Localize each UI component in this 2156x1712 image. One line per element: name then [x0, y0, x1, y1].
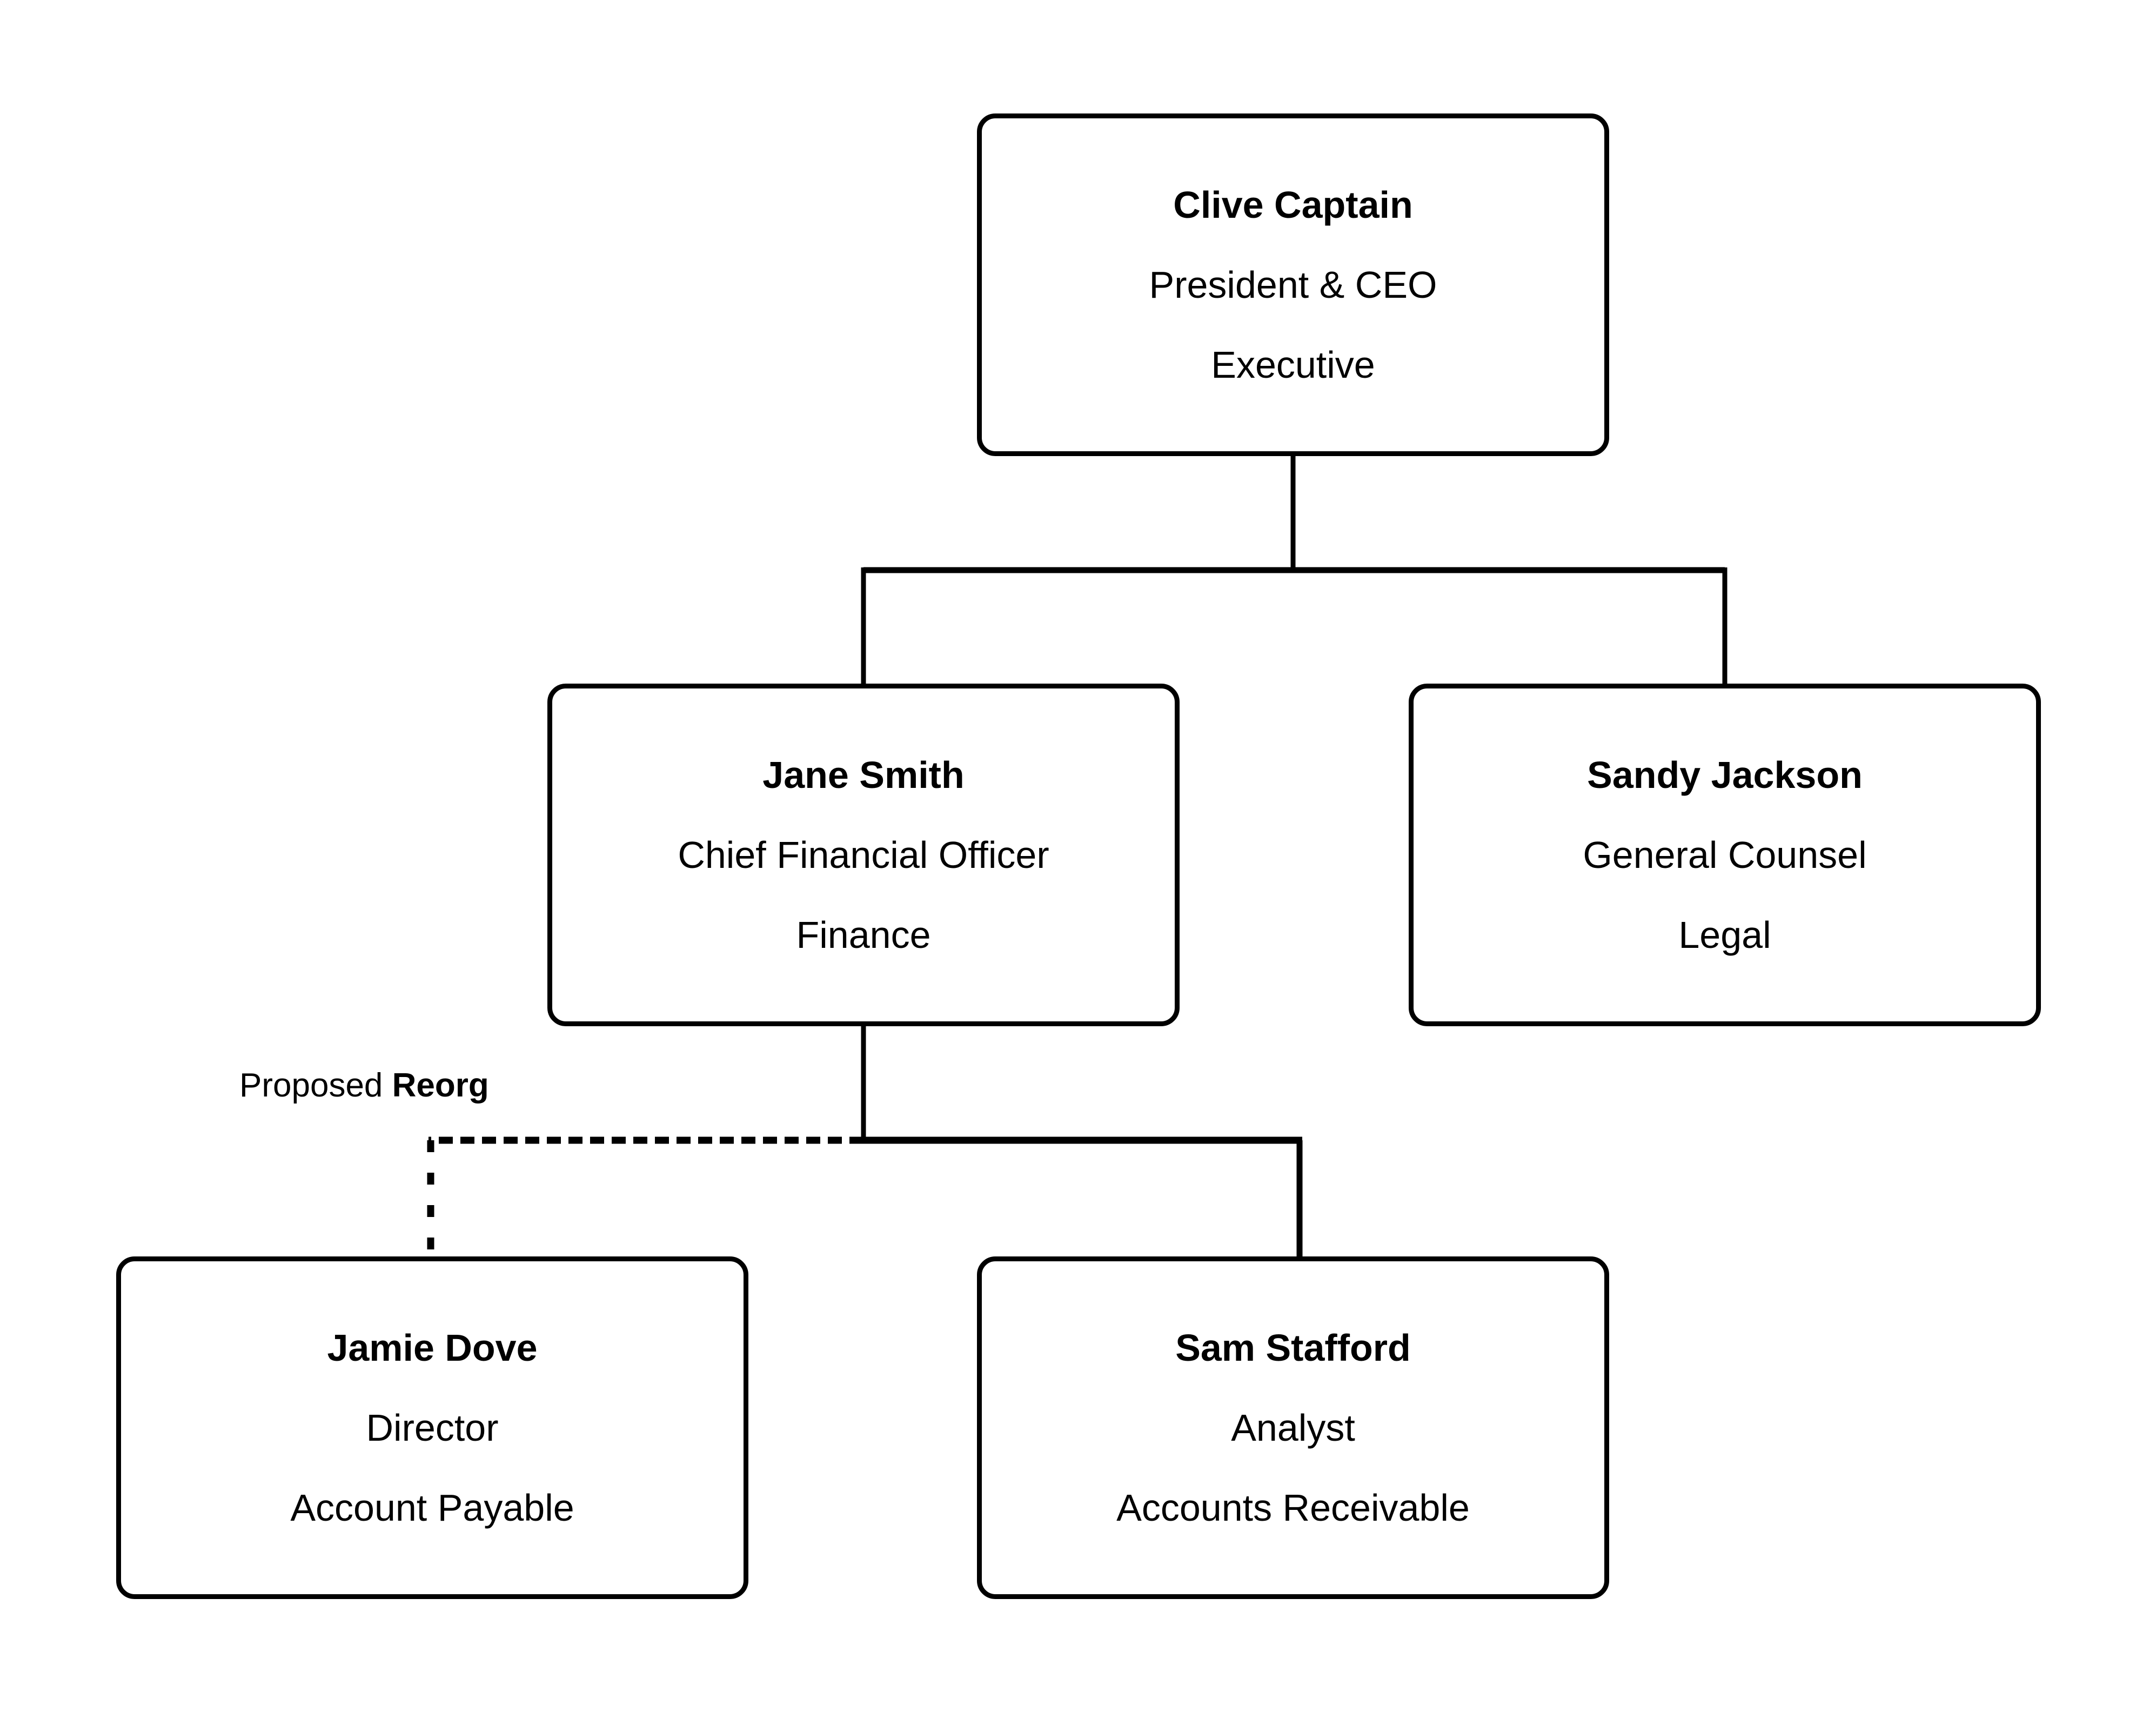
org-node-department: Account Payable: [290, 1487, 574, 1529]
org-node-name: Clive Captain: [1173, 184, 1413, 226]
org-node-sam-stafford[interactable]: Sam Stafford Analyst Accounts Receivable: [977, 1256, 1609, 1599]
edge-label-emphasis: Reorg: [392, 1067, 489, 1104]
org-node-title: Chief Financial Officer: [678, 834, 1049, 876]
org-node-jamie-dove[interactable]: Jamie Dove Director Account Payable: [116, 1256, 748, 1599]
org-node-name: Sam Stafford: [1175, 1327, 1411, 1369]
edge-label-prefix: Proposed: [239, 1067, 392, 1104]
org-node-jane-smith[interactable]: Jane Smith Chief Financial Officer Finan…: [547, 684, 1180, 1026]
edge-label-proposed-reorg: Proposed Reorg: [239, 1069, 489, 1102]
org-node-name: Jamie Dove: [327, 1327, 538, 1369]
org-node-department: Executive: [1211, 344, 1375, 386]
org-node-name: Sandy Jackson: [1587, 754, 1863, 796]
org-node-title: President & CEO: [1149, 264, 1437, 306]
org-node-title: Analyst: [1231, 1407, 1355, 1449]
org-node-title: Director: [366, 1407, 499, 1449]
org-node-department: Accounts Receivable: [1116, 1487, 1470, 1529]
org-node-department: Legal: [1678, 914, 1771, 956]
org-node-sandy-jackson[interactable]: Sandy Jackson General Counsel Legal: [1409, 684, 2041, 1026]
org-node-name: Jane Smith: [762, 754, 965, 796]
org-node-department: Finance: [796, 914, 931, 956]
org-node-clive-captain[interactable]: Clive Captain President & CEO Executive: [977, 113, 1609, 456]
org-node-title: General Counsel: [1583, 834, 1867, 876]
